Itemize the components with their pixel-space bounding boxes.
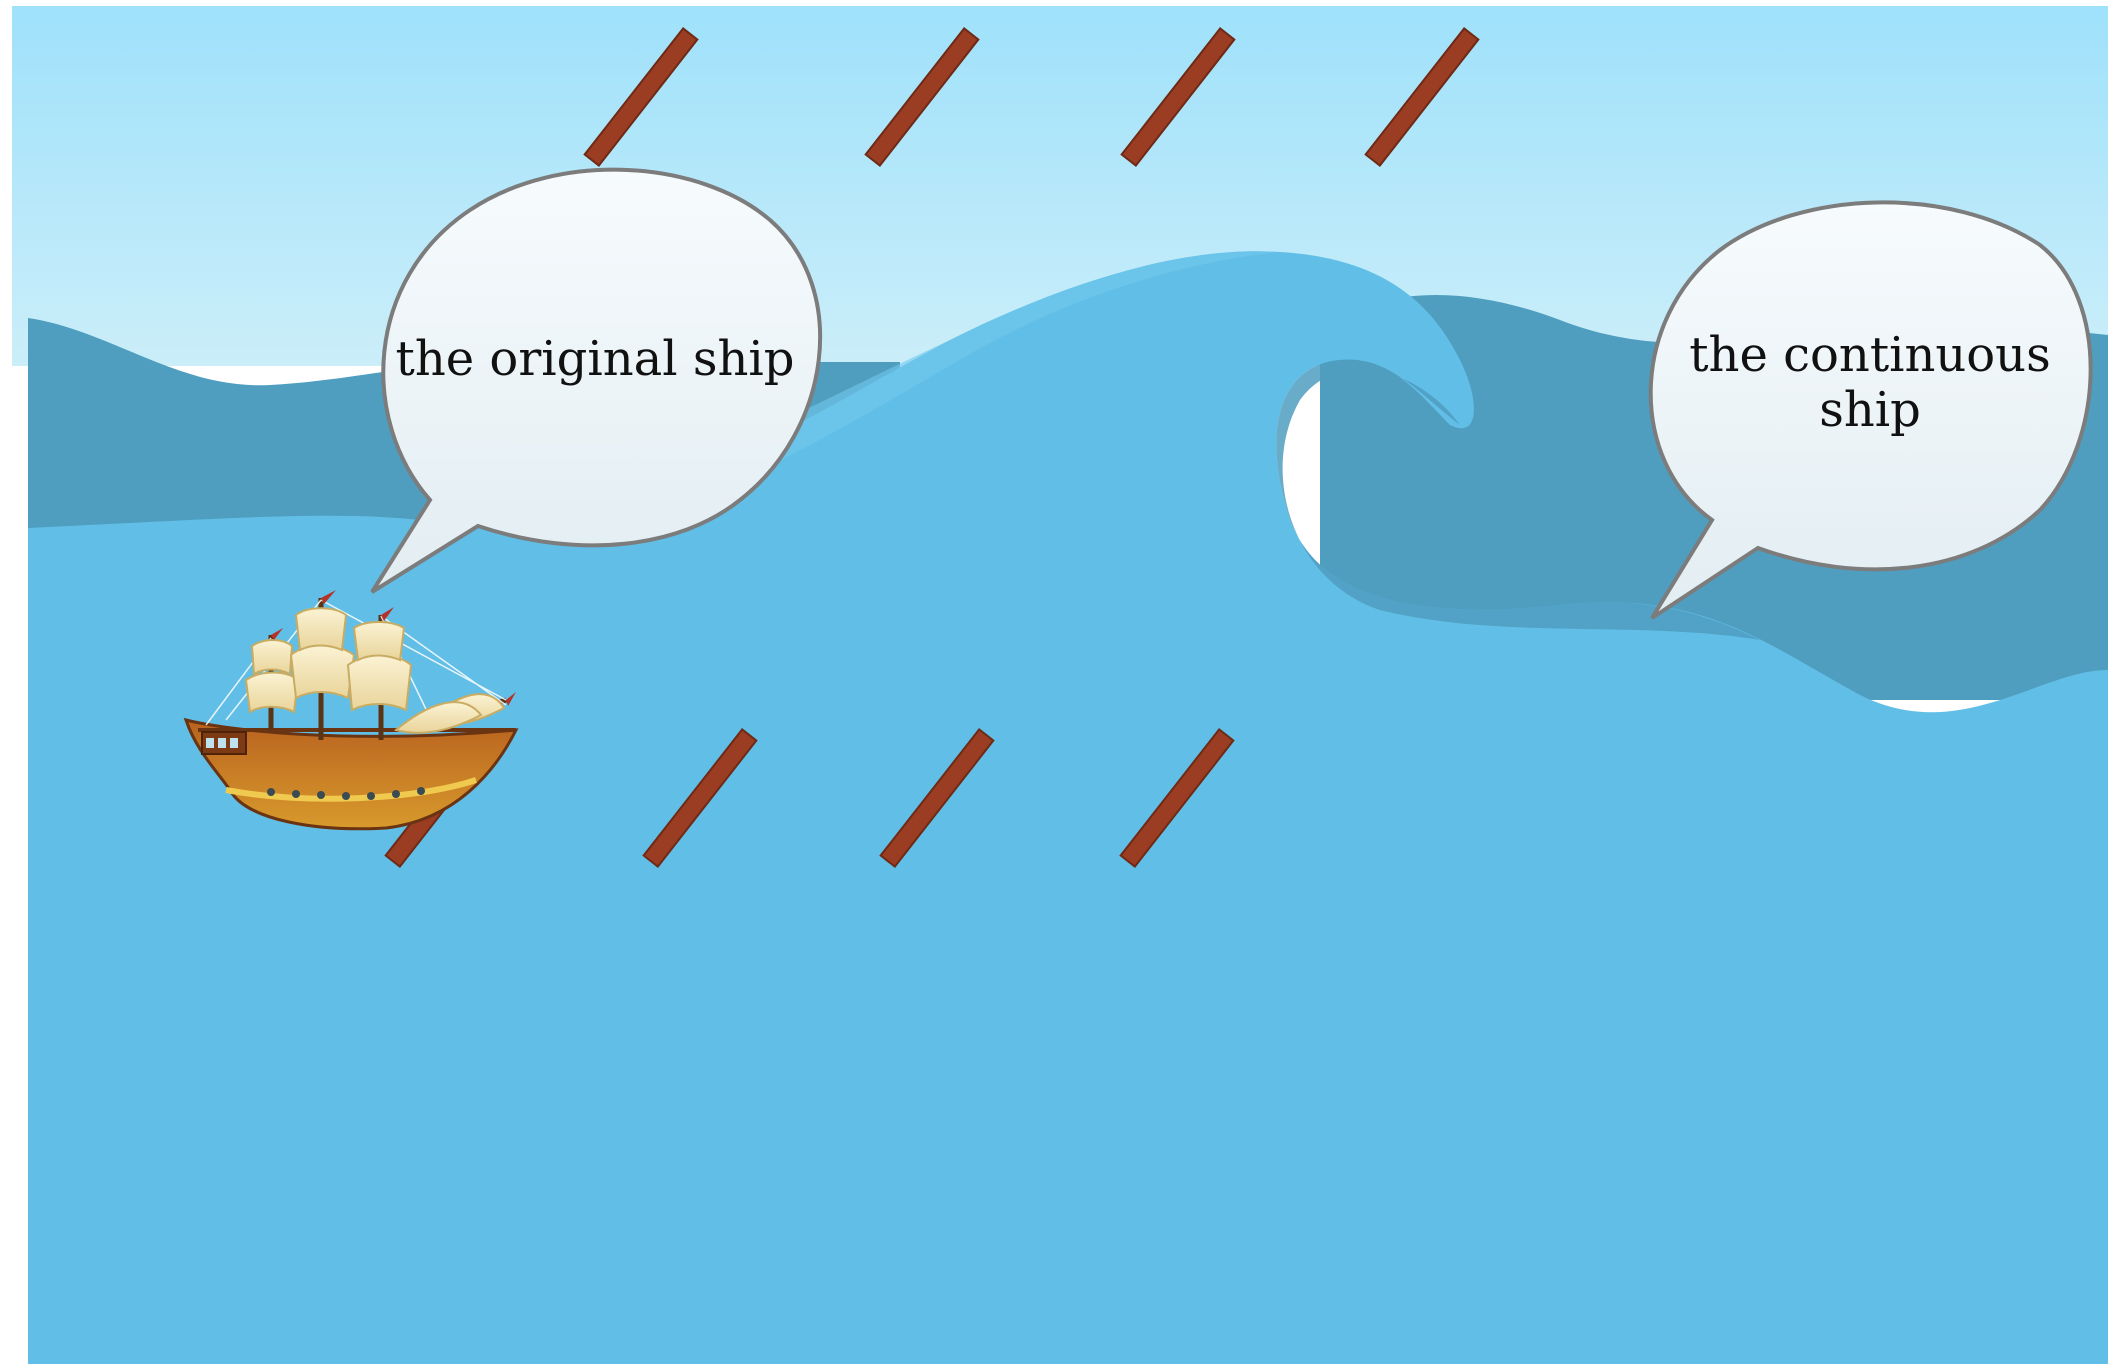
bubble-continuous-text: the continuous ship — [1680, 328, 2060, 438]
bubble-original-text: the original ship — [375, 332, 815, 387]
